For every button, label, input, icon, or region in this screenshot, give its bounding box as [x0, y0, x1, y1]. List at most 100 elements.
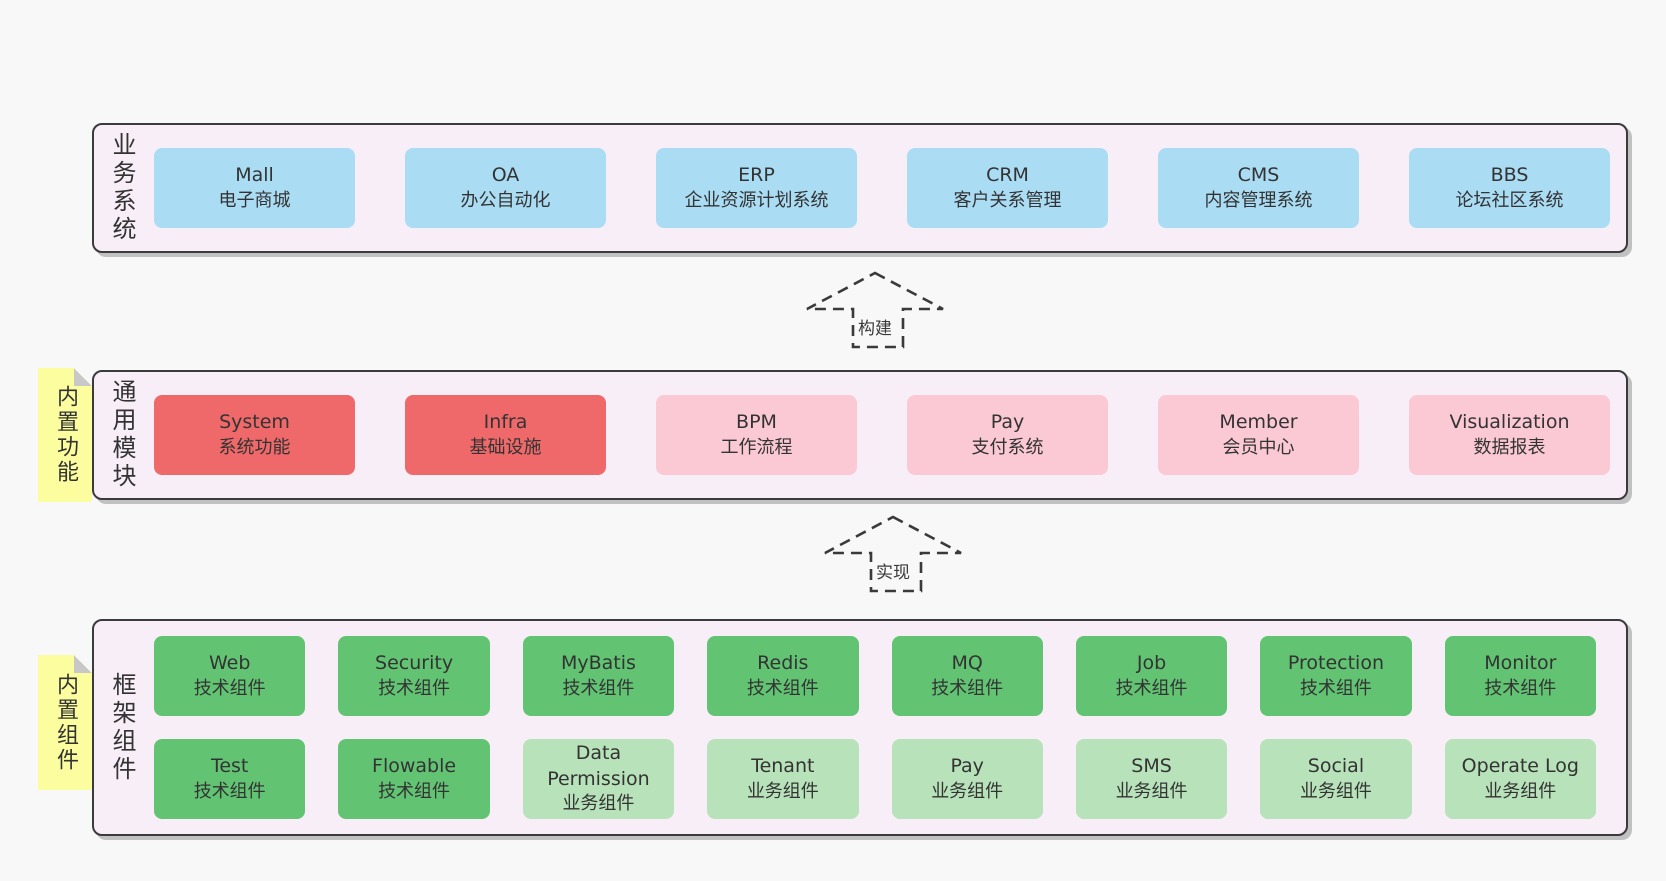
arrow-implement-label: 实现 — [873, 557, 913, 584]
box-subtitle: 会员中心 — [1222, 436, 1295, 458]
box-name: Security — [375, 652, 454, 675]
box-subtitle: 论坛社区系统 — [1455, 189, 1564, 211]
box-name: Social — [1307, 755, 1365, 778]
box-subtitle: 内容管理系统 — [1204, 189, 1313, 211]
box-name: MQ — [951, 652, 983, 675]
box-name: Operate Log — [1461, 755, 1579, 778]
box-subtitle: 业务组件 — [1299, 780, 1372, 802]
arrow-implement: 实现 — [823, 515, 963, 593]
box-subtitle: 基础设施 — [469, 436, 542, 458]
box-subtitle: 技术组件 — [562, 677, 635, 699]
box-subtitle: 数据报表 — [1473, 436, 1546, 458]
box-subtitle: 支付系统 — [971, 436, 1044, 458]
box-name: OA — [491, 164, 520, 187]
sticky-note-built-in-features: 内置功能 — [38, 368, 92, 502]
box-subtitle: 业务组件 — [1484, 780, 1557, 802]
box-name: Data Permission — [547, 742, 650, 790]
box-name: BPM — [736, 411, 777, 434]
box-subtitle: 技术组件 — [1299, 677, 1372, 699]
box-name: CMS — [1237, 164, 1280, 187]
box-name: Web — [208, 652, 251, 675]
box-name: SMS — [1131, 755, 1172, 778]
box-name: Flowable — [372, 755, 457, 778]
box-name: Pay — [990, 411, 1025, 434]
box-subtitle: 系统功能 — [218, 436, 291, 458]
box-subtitle: 技术组件 — [1484, 677, 1557, 699]
box-subtitle: 办公自动化 — [460, 189, 551, 211]
sticky-note-label: 内置功能 — [53, 385, 78, 485]
box-subtitle: 企业资源计划系统 — [684, 189, 829, 211]
layer-label-text: 框架组件 — [108, 671, 136, 784]
box-name: BBS — [1490, 164, 1529, 187]
box-name: System — [219, 411, 290, 434]
arrow-build: 构建 — [805, 271, 945, 349]
box-subtitle: 技术组件 — [193, 780, 266, 802]
layer-label-common-modules: 通用模块 — [94, 372, 150, 498]
box-name: CRM — [986, 164, 1029, 187]
box-name: Pay — [950, 755, 984, 778]
box-name: MyBatis — [560, 652, 636, 675]
sticky-note-label: 内置组件 — [53, 672, 78, 773]
box-subtitle: 技术组件 — [378, 780, 451, 802]
box-name: Infra — [483, 411, 528, 434]
box-name: Visualization — [1449, 411, 1570, 434]
box-name: Tenant — [751, 755, 815, 778]
box-subtitle: 技术组件 — [1115, 677, 1188, 699]
box-subtitle: 技术组件 — [931, 677, 1004, 699]
box-subtitle: 技术组件 — [378, 677, 451, 699]
box-subtitle: 电子商城 — [218, 189, 291, 211]
box-subtitle: 技术组件 — [746, 677, 819, 699]
layer-label-business-systems: 业务系统 — [94, 125, 150, 251]
box-name: Redis — [757, 652, 809, 675]
box-subtitle: 工作流程 — [720, 436, 793, 458]
box-subtitle: 技术组件 — [193, 677, 266, 699]
box-name: Mall — [235, 164, 274, 187]
box-name: Test — [210, 755, 249, 778]
layer-label-framework-components: 框架组件 — [94, 621, 150, 834]
box-name: Protection — [1287, 652, 1384, 675]
box-subtitle: 业务组件 — [1115, 780, 1188, 802]
box-subtitle: 客户关系管理 — [953, 189, 1062, 211]
box-name: ERP — [738, 164, 775, 187]
box-name: Job — [1136, 652, 1167, 675]
box-name: Monitor — [1484, 652, 1557, 675]
layer-label-text: 业务系统 — [108, 132, 136, 244]
box-subtitle: 业务组件 — [562, 793, 635, 815]
